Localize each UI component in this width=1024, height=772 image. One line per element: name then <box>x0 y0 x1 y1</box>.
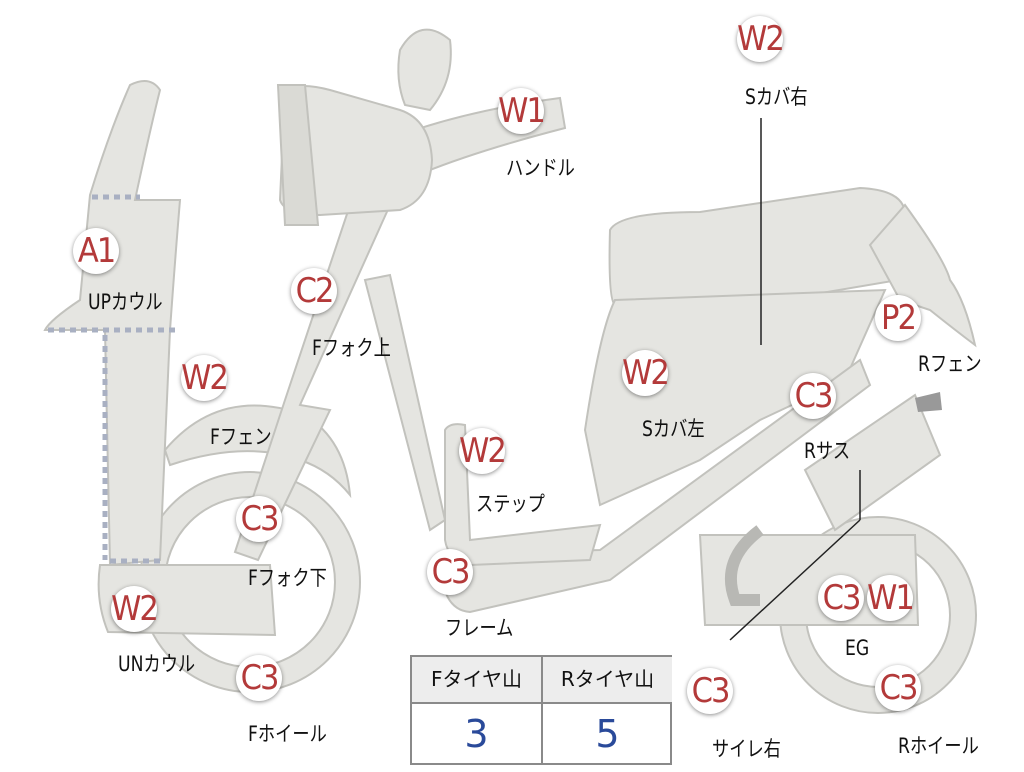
label-rfender: Rフェン <box>918 352 982 376</box>
front-fork-shape <box>233 188 392 562</box>
code-badge-engine-2: W1 <box>867 575 915 621</box>
leader-muffler <box>729 519 861 641</box>
label-frame: フレーム <box>445 616 514 640</box>
label-scoverright: Sカバ右 <box>745 85 808 109</box>
label-mufflerright: サイレ右 <box>712 737 781 761</box>
code-badge-mufflerright: C3 <box>687 668 733 714</box>
code-badge-frame: C3 <box>427 549 473 595</box>
code-badge-ffender: W2 <box>181 355 229 401</box>
rear-fender-shape <box>868 203 977 348</box>
code-badge-engine-1: C3 <box>818 575 864 621</box>
table-divider <box>541 657 543 763</box>
label-handle: ハンドル <box>506 156 575 180</box>
code-badge-fwheel: C3 <box>236 655 282 701</box>
code-badge-rsus: C3 <box>790 373 836 419</box>
tire-tread-table: Fタイヤ山 Rタイヤ山 3 5 <box>410 655 672 765</box>
code-badge-handle: W1 <box>498 88 546 134</box>
value-rear-tire: 5 <box>595 712 620 756</box>
label-fforklower: Fフォク下 <box>248 566 327 590</box>
header-rear-tire: Rタイヤ山 <box>543 657 672 704</box>
header-front-tire: Fタイヤ山 <box>412 657 541 704</box>
code-badge-rfender: P2 <box>875 295 921 341</box>
code-badge-rwheel: C3 <box>875 665 921 711</box>
mirror-shape <box>397 28 452 112</box>
label-rsus: Rサス <box>804 439 851 463</box>
label-engine: EG <box>845 636 870 660</box>
label-rwheel: Rホイール <box>898 734 979 758</box>
code-badge-step: W2 <box>459 428 507 474</box>
code-badge-scoverleft: W2 <box>622 350 670 396</box>
code-badge-fforklower: C3 <box>236 496 282 542</box>
label-step: ステップ <box>476 492 545 516</box>
seat-shape <box>608 186 907 307</box>
muffler-pipe <box>724 525 764 606</box>
code-badge-scoverright: W2 <box>737 16 785 62</box>
upper-cowl-shape <box>43 80 182 567</box>
label-uncowl: UNカウル <box>118 652 196 676</box>
label-ffender: Fフェン <box>210 425 272 449</box>
code-badge-fforkupper: C2 <box>291 268 337 314</box>
value-front-tire: 3 <box>464 712 489 756</box>
label-scoverleft: Sカバ左 <box>642 417 705 441</box>
label-fwheel: Fホイール <box>248 722 327 746</box>
rear-suspension-shape <box>803 393 942 532</box>
label-upcowl: UPカウル <box>88 290 163 314</box>
code-badge-upcowl: A1 <box>73 228 119 274</box>
side-cover-shape <box>583 288 887 507</box>
label-fforkupper: Fフォク上 <box>312 336 391 360</box>
code-badge-uncowl: W2 <box>111 586 159 632</box>
